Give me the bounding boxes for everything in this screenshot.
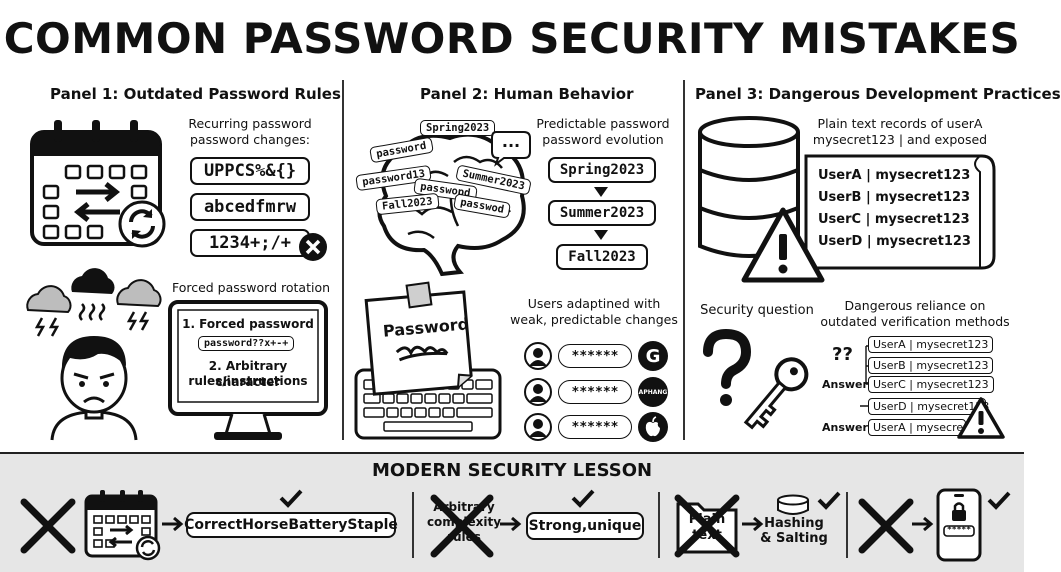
lesson-title: MODERN SECURITY LESSON xyxy=(371,460,653,481)
arrow-icon xyxy=(500,516,522,532)
example-password-2: abcedfmrw xyxy=(190,193,310,221)
hashing-line2: & Salting xyxy=(760,531,828,546)
calendar-icon xyxy=(30,120,162,246)
lesson-divider-1 xyxy=(412,492,414,558)
arrow-icon xyxy=(162,516,184,532)
plaintext-record-d: UserD | mysecret123 xyxy=(818,234,971,249)
thought-text: ... xyxy=(501,132,521,151)
question-marks: ?? xyxy=(832,344,853,365)
hashing-line1: Hashing xyxy=(764,516,824,531)
warning-icon xyxy=(741,207,825,283)
brand-badge: APHANG xyxy=(638,377,668,407)
security-question-label: Security question xyxy=(700,303,814,318)
recurring-caption-line2: password changes: xyxy=(189,132,311,147)
x-mark-icon xyxy=(430,494,494,558)
down-arrow-icon xyxy=(594,230,608,240)
storm-cloud-icon xyxy=(26,268,162,337)
check-icon xyxy=(571,489,595,508)
password-field-2: ****** xyxy=(558,380,632,404)
panel-divider-1 xyxy=(342,80,344,440)
check-icon xyxy=(987,491,1011,510)
recurring-caption-line1: Recurring password xyxy=(188,116,312,131)
down-arrow-icon xyxy=(594,187,608,197)
screen-item-1: 1. Forced password xyxy=(182,317,314,331)
user-icon xyxy=(524,342,552,370)
lesson-divider-2 xyxy=(658,492,660,558)
password-field-1: ****** xyxy=(558,344,632,368)
database-icon xyxy=(777,494,809,515)
page-title: COMMON PASSWORD SECURITY MISTAKES xyxy=(3,14,1021,63)
x-mark-icon xyxy=(674,494,740,558)
mini-record-b: UserB | mysecret123 xyxy=(868,357,994,374)
x-icon xyxy=(299,233,327,261)
thought-bubble-icon xyxy=(491,131,531,167)
reliance-caption-line1: Dangerous reliance on xyxy=(844,298,986,313)
mini-record-d: UserD | mysecret123 xyxy=(868,398,989,415)
google-icon: G xyxy=(638,341,668,371)
mini-record-c: UserC | mysecret123 xyxy=(868,376,994,393)
panel2-title: Panel 2: Human Behavior xyxy=(420,85,634,103)
x-mark-icon xyxy=(20,498,76,554)
example-password-3: 1234+;/+ xyxy=(190,229,310,257)
keyboard-icon xyxy=(354,368,502,440)
users-caption-line1: Users adaptined with xyxy=(527,296,661,311)
evolution-caption-line1: Predictable password xyxy=(536,116,670,131)
plaintext-record-a: UserA | mysecret123 xyxy=(818,168,971,183)
user-icon xyxy=(524,378,552,406)
mini-record-a: UserA | mysecret123 xyxy=(868,336,994,353)
arrow-icon xyxy=(912,516,934,532)
sticky-note-icon xyxy=(364,281,473,396)
screen-item-2-line2: rules/instructions xyxy=(188,374,308,388)
lesson-band xyxy=(0,452,1024,572)
panel-divider-2 xyxy=(683,80,685,440)
screen-password-field: password??x+-+ xyxy=(198,336,295,351)
refresh-icon xyxy=(118,200,166,248)
answer-label-1: Answer xyxy=(822,378,868,391)
phone-lock-icon xyxy=(936,488,982,562)
answer-label-2: Answer xyxy=(822,421,868,434)
example-password-1: UPPCS%&{} xyxy=(190,157,310,185)
users-caption-line2: weak, predictable changes xyxy=(510,312,678,327)
arrow-icon xyxy=(742,516,764,532)
monitor-icon xyxy=(168,300,328,440)
check-icon xyxy=(817,491,841,510)
passphrase-box: CorrectHorseBatteryStaple xyxy=(184,512,398,538)
apple-icon xyxy=(638,412,668,442)
warning-icon xyxy=(957,397,1005,439)
evolution-step-1: Spring2023 xyxy=(548,157,656,183)
frustrated-person-icon xyxy=(50,336,138,441)
phone-password-field: ***** xyxy=(946,525,972,534)
panel1-title: Panel 1: Outdated Password Rules xyxy=(50,85,341,103)
strong-unique-box: Strong,unique xyxy=(526,512,644,540)
password-field-3: ****** xyxy=(558,415,632,439)
plain-caption-line1: Plain text records of userA xyxy=(817,116,983,131)
plaintext-record-b: UserB | mysecret123 xyxy=(818,190,971,205)
x-mark-icon xyxy=(858,498,914,554)
scroll-document-icon xyxy=(804,154,996,270)
evolution-caption-line2: password evolution xyxy=(542,132,664,147)
panel3-title: Panel 3: Dangerous Development Practices xyxy=(695,85,1061,103)
evolution-step-2: Summer2023 xyxy=(548,200,656,226)
brain-tag-spring: Spring2023 xyxy=(420,120,496,136)
user-icon xyxy=(524,413,552,441)
reliance-caption-line2: outdated verification methods xyxy=(820,314,1010,329)
mini-record-e: UserA | mysecret123 xyxy=(868,419,988,436)
rotation-caption: Forced password rotation xyxy=(171,280,331,295)
plaintext-record-c: UserC | mysecret123 xyxy=(818,212,970,227)
question-mark-icon xyxy=(703,328,752,406)
calendar-icon xyxy=(84,490,161,561)
key-icon xyxy=(743,357,809,430)
lesson-divider-3 xyxy=(846,492,848,558)
plain-caption-line2: mysecret123 | and exposed xyxy=(812,132,988,147)
check-icon xyxy=(279,489,303,508)
evolution-step-3: Fall2023 xyxy=(556,244,648,270)
screen-item-2-line1: 2. Arbitrary character xyxy=(208,359,288,389)
